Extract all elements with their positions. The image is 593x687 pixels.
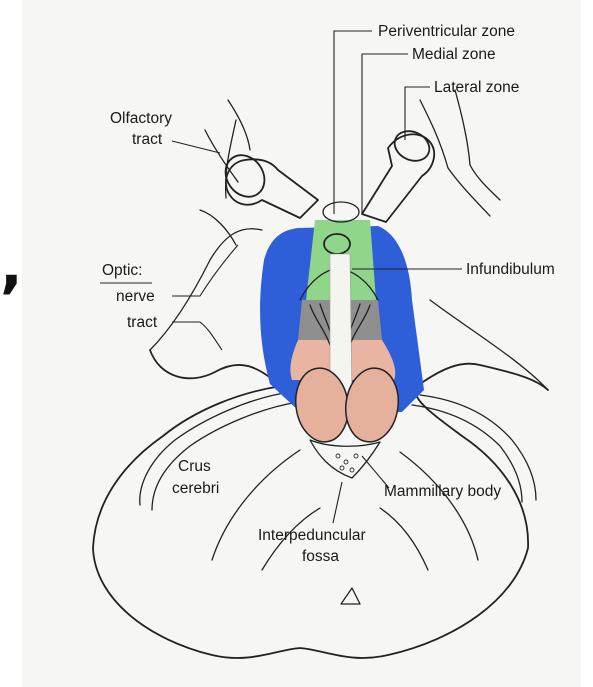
label-interpeduncular: Interpeduncular <box>258 527 366 544</box>
left-optic-tract-outline <box>150 229 262 350</box>
label-olfactory-tract: tract <box>132 131 163 148</box>
label-lateral-zone: Lateral zone <box>434 79 519 96</box>
right-optic-tract-outline <box>430 300 548 390</box>
label-optic-nerve: nerve <box>116 288 155 305</box>
label-medial-zone: Medial zone <box>412 46 496 63</box>
label-fossa: fossa <box>302 548 339 565</box>
label-cerebri: cerebri <box>172 480 219 497</box>
label-mammillary-body: Mammillary body <box>384 483 501 500</box>
fossa-perforations <box>336 454 358 472</box>
right-crus-groove <box>380 508 428 570</box>
interpeduncular-fossa-outline <box>310 440 380 478</box>
label-periventricular-zone: Periventricular zone <box>378 23 515 40</box>
label-crus: Crus <box>178 458 211 475</box>
small-triangle-mark <box>341 588 360 604</box>
label-infundibulum: Infundibulum <box>466 261 555 278</box>
left-optic-nerve-stump <box>218 148 318 218</box>
infundibulum-stump-top <box>323 202 359 222</box>
right-crus-inner-contour <box>400 452 478 560</box>
label-olfactory: Olfactory <box>110 110 172 127</box>
stray-comma-mark: , <box>0 231 23 301</box>
right-optic-nerve-stump <box>362 126 434 222</box>
label-optic-tract: tract <box>127 314 158 331</box>
label-optic-heading: Optic: <box>102 262 142 279</box>
